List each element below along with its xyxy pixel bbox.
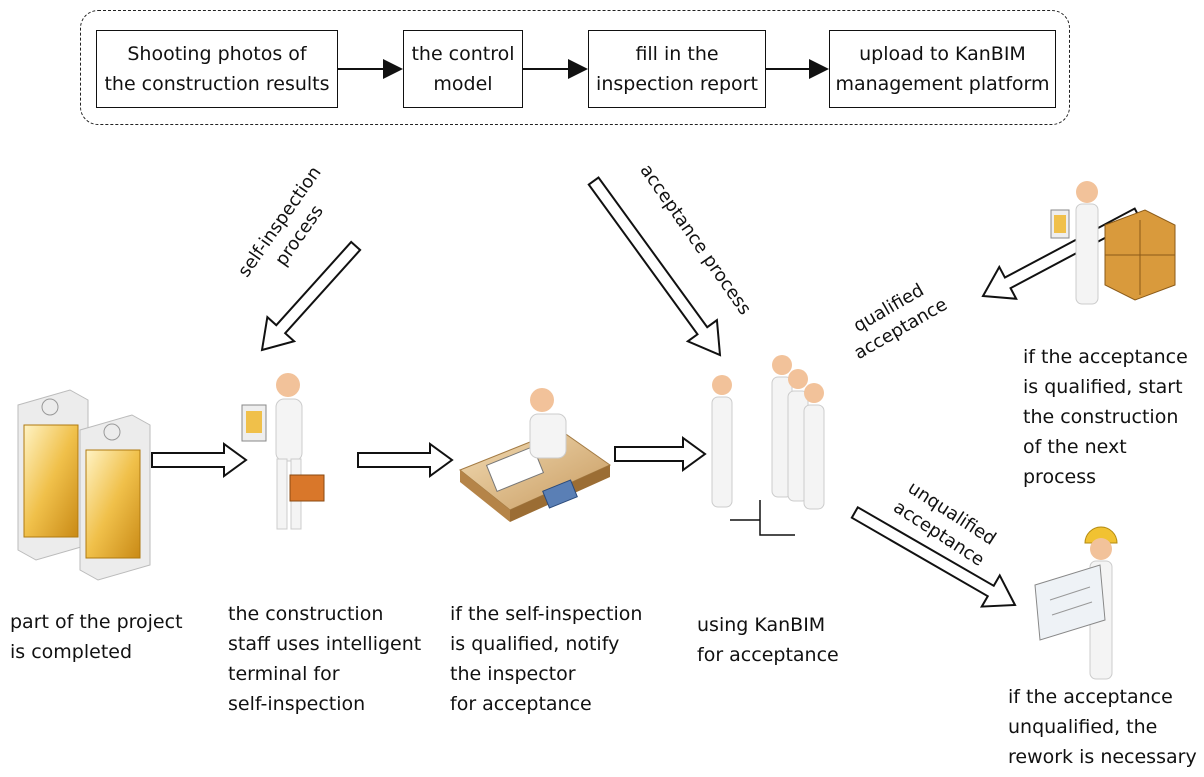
- step-upload-kanbim: upload to KanBIM management platform: [829, 30, 1056, 108]
- step-fill-report: fill in the inspection report: [588, 30, 766, 108]
- horizontal-arrow-2: [357, 442, 454, 478]
- construction-staff-figure: [241, 373, 325, 530]
- step-shoot-photos: Shooting photos of the construction resu…: [96, 30, 338, 108]
- project-panels-illustration: [17, 389, 151, 581]
- unqualified-arrow: [850, 505, 1017, 608]
- caption-project-completed: part of the project is completed: [10, 611, 183, 663]
- horizontal-arrow-1: [151, 442, 248, 478]
- caption-kanbim-acceptance: using KanBIM for acceptance: [697, 614, 839, 666]
- self-inspection-arrow: [260, 240, 362, 352]
- inspector-desk-figure: [459, 388, 612, 522]
- caption-notify-inspector: if the self-inspection is qualified, not…: [450, 603, 643, 715]
- horizontal-arrow-3: [614, 436, 707, 472]
- top-process-group: [80, 10, 1070, 125]
- acceptance-arrow: [587, 176, 722, 357]
- caption-unqualified-result: if the acceptance unqualified, the rewor…: [1008, 686, 1197, 768]
- step-control-model: the control model: [403, 30, 523, 108]
- kanbim-group-figure: [711, 355, 825, 536]
- qualified-worker-figure: [1050, 181, 1176, 305]
- rework-worker-figure: [1034, 526, 1118, 680]
- caption-qualified-result: if the acceptance is qualified, start th…: [1023, 346, 1188, 488]
- caption-construction-staff: the construction staff uses intelligent …: [228, 603, 422, 715]
